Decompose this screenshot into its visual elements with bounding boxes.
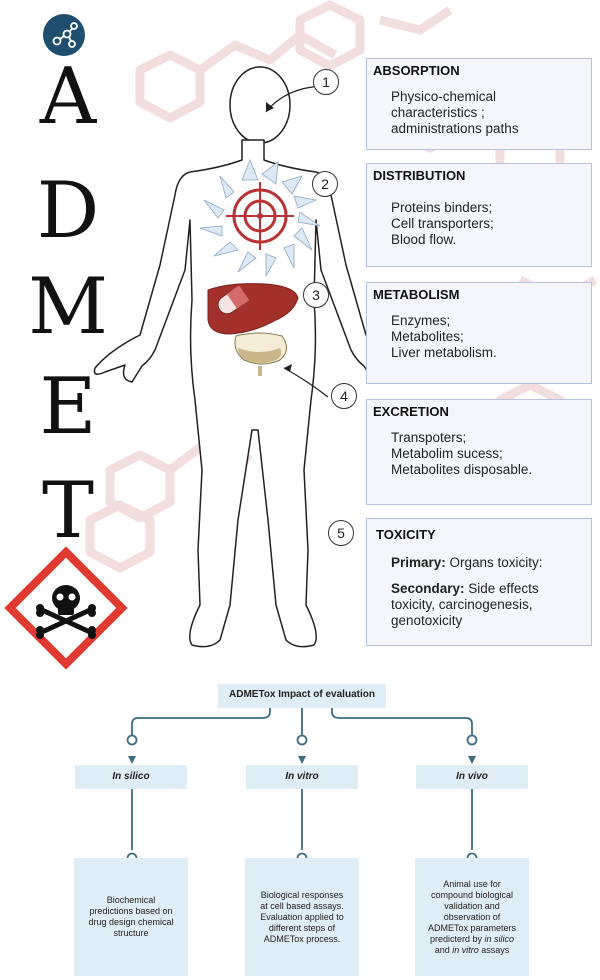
toxicity-primary: Primary: Organs toxicity:: [391, 555, 543, 571]
absorption-line: administrations paths: [391, 121, 519, 136]
distribution-text: Proteins binders; Cell transporters; Blo…: [391, 200, 494, 248]
description-italic: in vitro: [452, 944, 479, 955]
excretion-line: Transpoters;: [391, 430, 467, 445]
letter-e: E: [39, 362, 97, 452]
description-line: Animal use for: [443, 878, 501, 889]
toxicity-title: TOXICITY: [376, 527, 436, 542]
step-number-3: 3: [303, 282, 329, 308]
description-line: predictions based on: [89, 906, 173, 916]
secondary-label: Secondary:: [391, 581, 465, 596]
category-in-silico: In silico: [75, 765, 187, 789]
description-line: validation and: [444, 900, 500, 911]
description-text: and: [434, 944, 453, 955]
primary-label: Primary:: [391, 555, 446, 570]
absorption-line: characteristics ;: [391, 105, 485, 120]
absorption-text: Physico-chemical characteristics ; admin…: [391, 89, 519, 137]
metabolism-box: METABOLISM Enzymes; Metabolites; Liver m…: [366, 282, 592, 384]
flowchart-title: ADMETox Impact of evaluation: [218, 684, 386, 708]
description-line: ADMETox parameters: [427, 922, 517, 933]
metabolism-title: METABOLISM: [373, 287, 460, 302]
description-line: and in vitro assays: [428, 945, 516, 956]
description-italic: in silico: [484, 933, 515, 944]
metabolism-line: Enzymes;: [391, 313, 451, 328]
description-line: Biological responses: [260, 889, 344, 900]
toxicity-box: TOXICITY Primary: Organs toxicity: Secon…: [366, 518, 592, 646]
letter-m: M: [28, 262, 108, 352]
toxicity-text: Primary: Organs toxicity: Secondary: Sid…: [391, 555, 543, 629]
description-line: predicterd by in silico: [428, 934, 516, 945]
toxicity-secondary: Secondary: Side effects: [391, 581, 543, 597]
letter-t: T: [41, 466, 95, 556]
distribution-line: Cell transporters;: [391, 216, 494, 231]
toxic-hazard-icon: [4, 546, 128, 670]
secondary-line: genotoxicity: [391, 613, 463, 628]
metabolism-line: Metabolites;: [391, 329, 464, 344]
description-text: assays: [478, 944, 510, 955]
description-line: different steps of: [268, 922, 336, 933]
excretion-box: EXCRETION Transpoters; Metabolim sucess;…: [366, 399, 592, 505]
molecule-badge-icon: [43, 14, 85, 56]
primary-text: Organs toxicity:: [445, 555, 543, 570]
excretion-text: Transpoters; Metabolim sucess; Metabolit…: [391, 430, 532, 478]
step-number-2: 2: [312, 171, 338, 197]
description-line: drug design chemical: [88, 917, 174, 927]
distribution-line: Blood flow.: [391, 232, 457, 247]
absorption-title: ABSORPTION: [373, 63, 460, 78]
category-in-vitro: In vitro: [246, 765, 358, 789]
excretion-title: EXCRETION: [373, 404, 449, 419]
absorption-line: Physico-chemical: [391, 89, 497, 104]
in-vivo-description: Animal use for compound biological valid…: [415, 858, 529, 976]
step-number-5: 5: [328, 520, 354, 546]
letter-d: D: [36, 166, 100, 256]
description-line: structure: [113, 928, 149, 938]
description-line: observation of: [443, 911, 501, 922]
description-line: Evaluation applied to: [260, 911, 344, 922]
distribution-line: Proteins binders;: [391, 200, 493, 215]
description-line: Biochemical: [106, 895, 156, 905]
in-vitro-description: Biological responses at cell based assay…: [245, 858, 359, 976]
metabolism-text: Enzymes; Metabolites; Liver metabolism.: [391, 313, 497, 361]
absorption-box: ABSORPTION Physico-chemical characterist…: [366, 58, 592, 150]
description-text: predicterd by: [429, 933, 485, 944]
description-line: at cell based assays.: [260, 900, 344, 911]
description-line: ADMETox process.: [263, 933, 341, 944]
letter-a: A: [39, 52, 97, 142]
excretion-line: Metabolim sucess;: [391, 446, 503, 461]
description-line: compound biological: [430, 889, 514, 900]
secondary-text: Side effects: [464, 581, 539, 596]
step-number-4: 4: [331, 383, 357, 409]
excretion-line: Metabolites disposable.: [391, 462, 533, 477]
secondary-line: toxicity, carcinogenesis,: [391, 597, 533, 612]
in-silico-description: Biochemical predictions based on drug de…: [74, 858, 188, 976]
distribution-box: DISTRIBUTION Proteins binders; Cell tran…: [366, 163, 592, 267]
metabolism-line: Liver metabolism.: [391, 345, 497, 360]
human-body-illustration: [93, 66, 413, 648]
category-in-vivo: In vivo: [416, 765, 528, 789]
distribution-title: DISTRIBUTION: [373, 168, 466, 183]
step-number-1: 1: [313, 69, 339, 95]
